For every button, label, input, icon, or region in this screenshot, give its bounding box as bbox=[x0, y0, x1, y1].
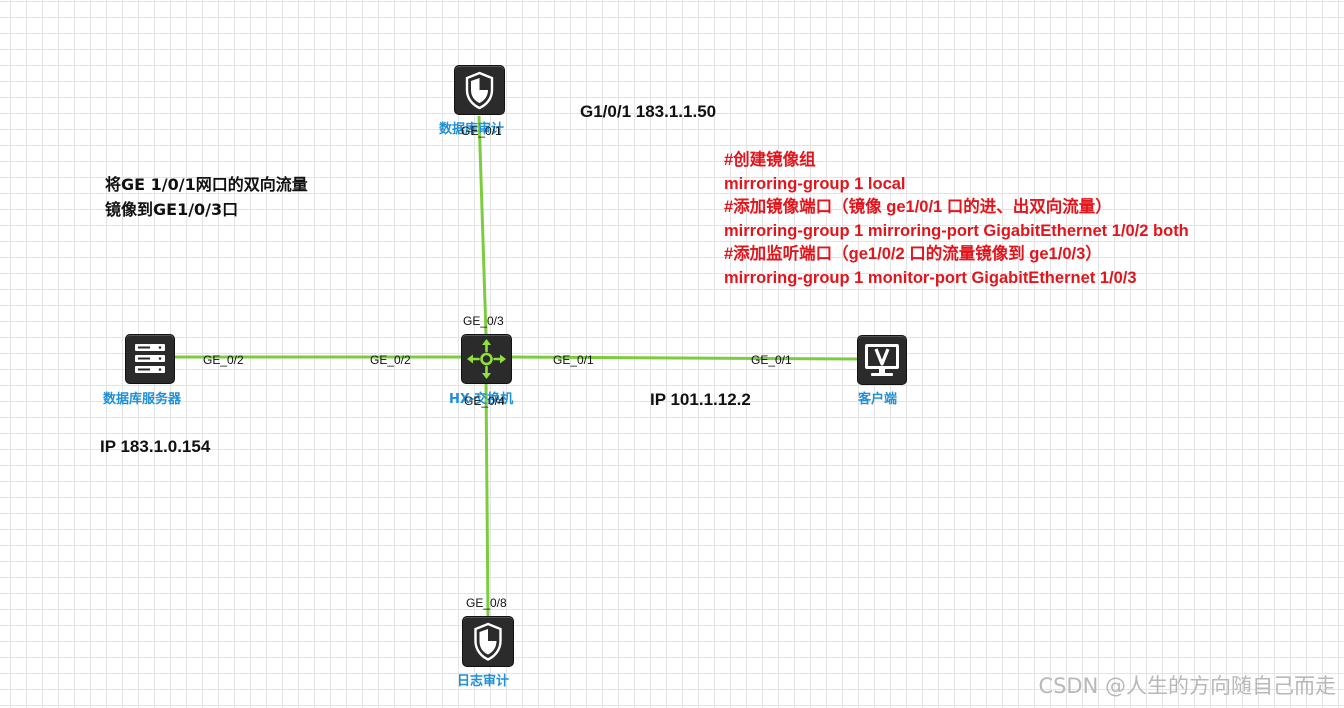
monitor-icon bbox=[865, 344, 899, 376]
port-label-log-top: GE_0/8 bbox=[466, 596, 507, 610]
port-label-switch-right: GE_0/1 bbox=[553, 353, 594, 367]
config-line: mirroring-group 1 mirroring-port Gigabit… bbox=[724, 221, 1189, 240]
config-line: mirroring-group 1 local bbox=[724, 174, 906, 193]
mirroring-note: 将GE 1/0/1网口的双向流量 镜像到GE1/0/3口 bbox=[105, 172, 308, 222]
config-line: #添加镜像端口（镜像 ge1/0/1 口的进、出双向流量） bbox=[724, 198, 1112, 216]
client-label: 客户端 bbox=[858, 392, 898, 407]
link-audit-switch bbox=[477, 115, 488, 335]
port-label-switch-top: GE_0/3 bbox=[463, 314, 504, 328]
client-device[interactable] bbox=[857, 335, 907, 385]
port-label-audit-top: GE_0/1 bbox=[461, 124, 502, 138]
ip-label-client: IP 101.1.12.2 bbox=[650, 390, 751, 409]
db-audit-device[interactable] bbox=[454, 65, 505, 115]
note-line-2: 镜像到GE1/0/3口 bbox=[105, 200, 239, 219]
shield-icon bbox=[474, 622, 502, 661]
log-audit-label: 日志审计 bbox=[457, 674, 510, 689]
core-switch-label: HX-交换机 bbox=[449, 392, 514, 407]
config-line: mirroring-group 1 monitor-port GigabitEt… bbox=[724, 268, 1137, 287]
ip-label-server: IP 183.1.0.154 bbox=[100, 437, 211, 456]
db-server-label: 数据库服务器 bbox=[103, 392, 182, 407]
db-server-device[interactable] bbox=[125, 334, 175, 384]
core-switch-device[interactable] bbox=[461, 334, 512, 384]
config-line: #添加监听端口（ge1/0/2 口的流量镜像到 ge1/0/3） bbox=[724, 245, 1102, 263]
port-label-switch-bottom: GE_0/4 bbox=[464, 394, 505, 408]
log-audit-device[interactable] bbox=[462, 616, 514, 667]
port-label-server-right: GE_0/2 bbox=[203, 353, 244, 367]
link-switch-log bbox=[484, 379, 490, 617]
server-icon bbox=[135, 344, 165, 373]
note-line-1: 将GE 1/0/1网口的双向流量 bbox=[105, 175, 308, 194]
link-switch-client bbox=[510, 355, 858, 361]
shield-icon bbox=[465, 71, 494, 110]
switch-arrows-icon bbox=[467, 339, 506, 379]
db-audit-label: 数据库审计 bbox=[439, 122, 505, 137]
config-commands: #创建镜像组 mirroring-group 1 local #添加镜像端口（镜… bbox=[724, 149, 1189, 290]
ip-label-audit: G1/0/1 183.1.1.50 bbox=[580, 102, 717, 121]
port-label-client-left: GE_0/1 bbox=[751, 353, 792, 367]
config-line: #创建镜像组 bbox=[724, 151, 816, 169]
port-label-switch-left: GE_0/2 bbox=[370, 353, 411, 367]
watermark: CSDN @人生的方向随自己而走 bbox=[1038, 674, 1336, 698]
